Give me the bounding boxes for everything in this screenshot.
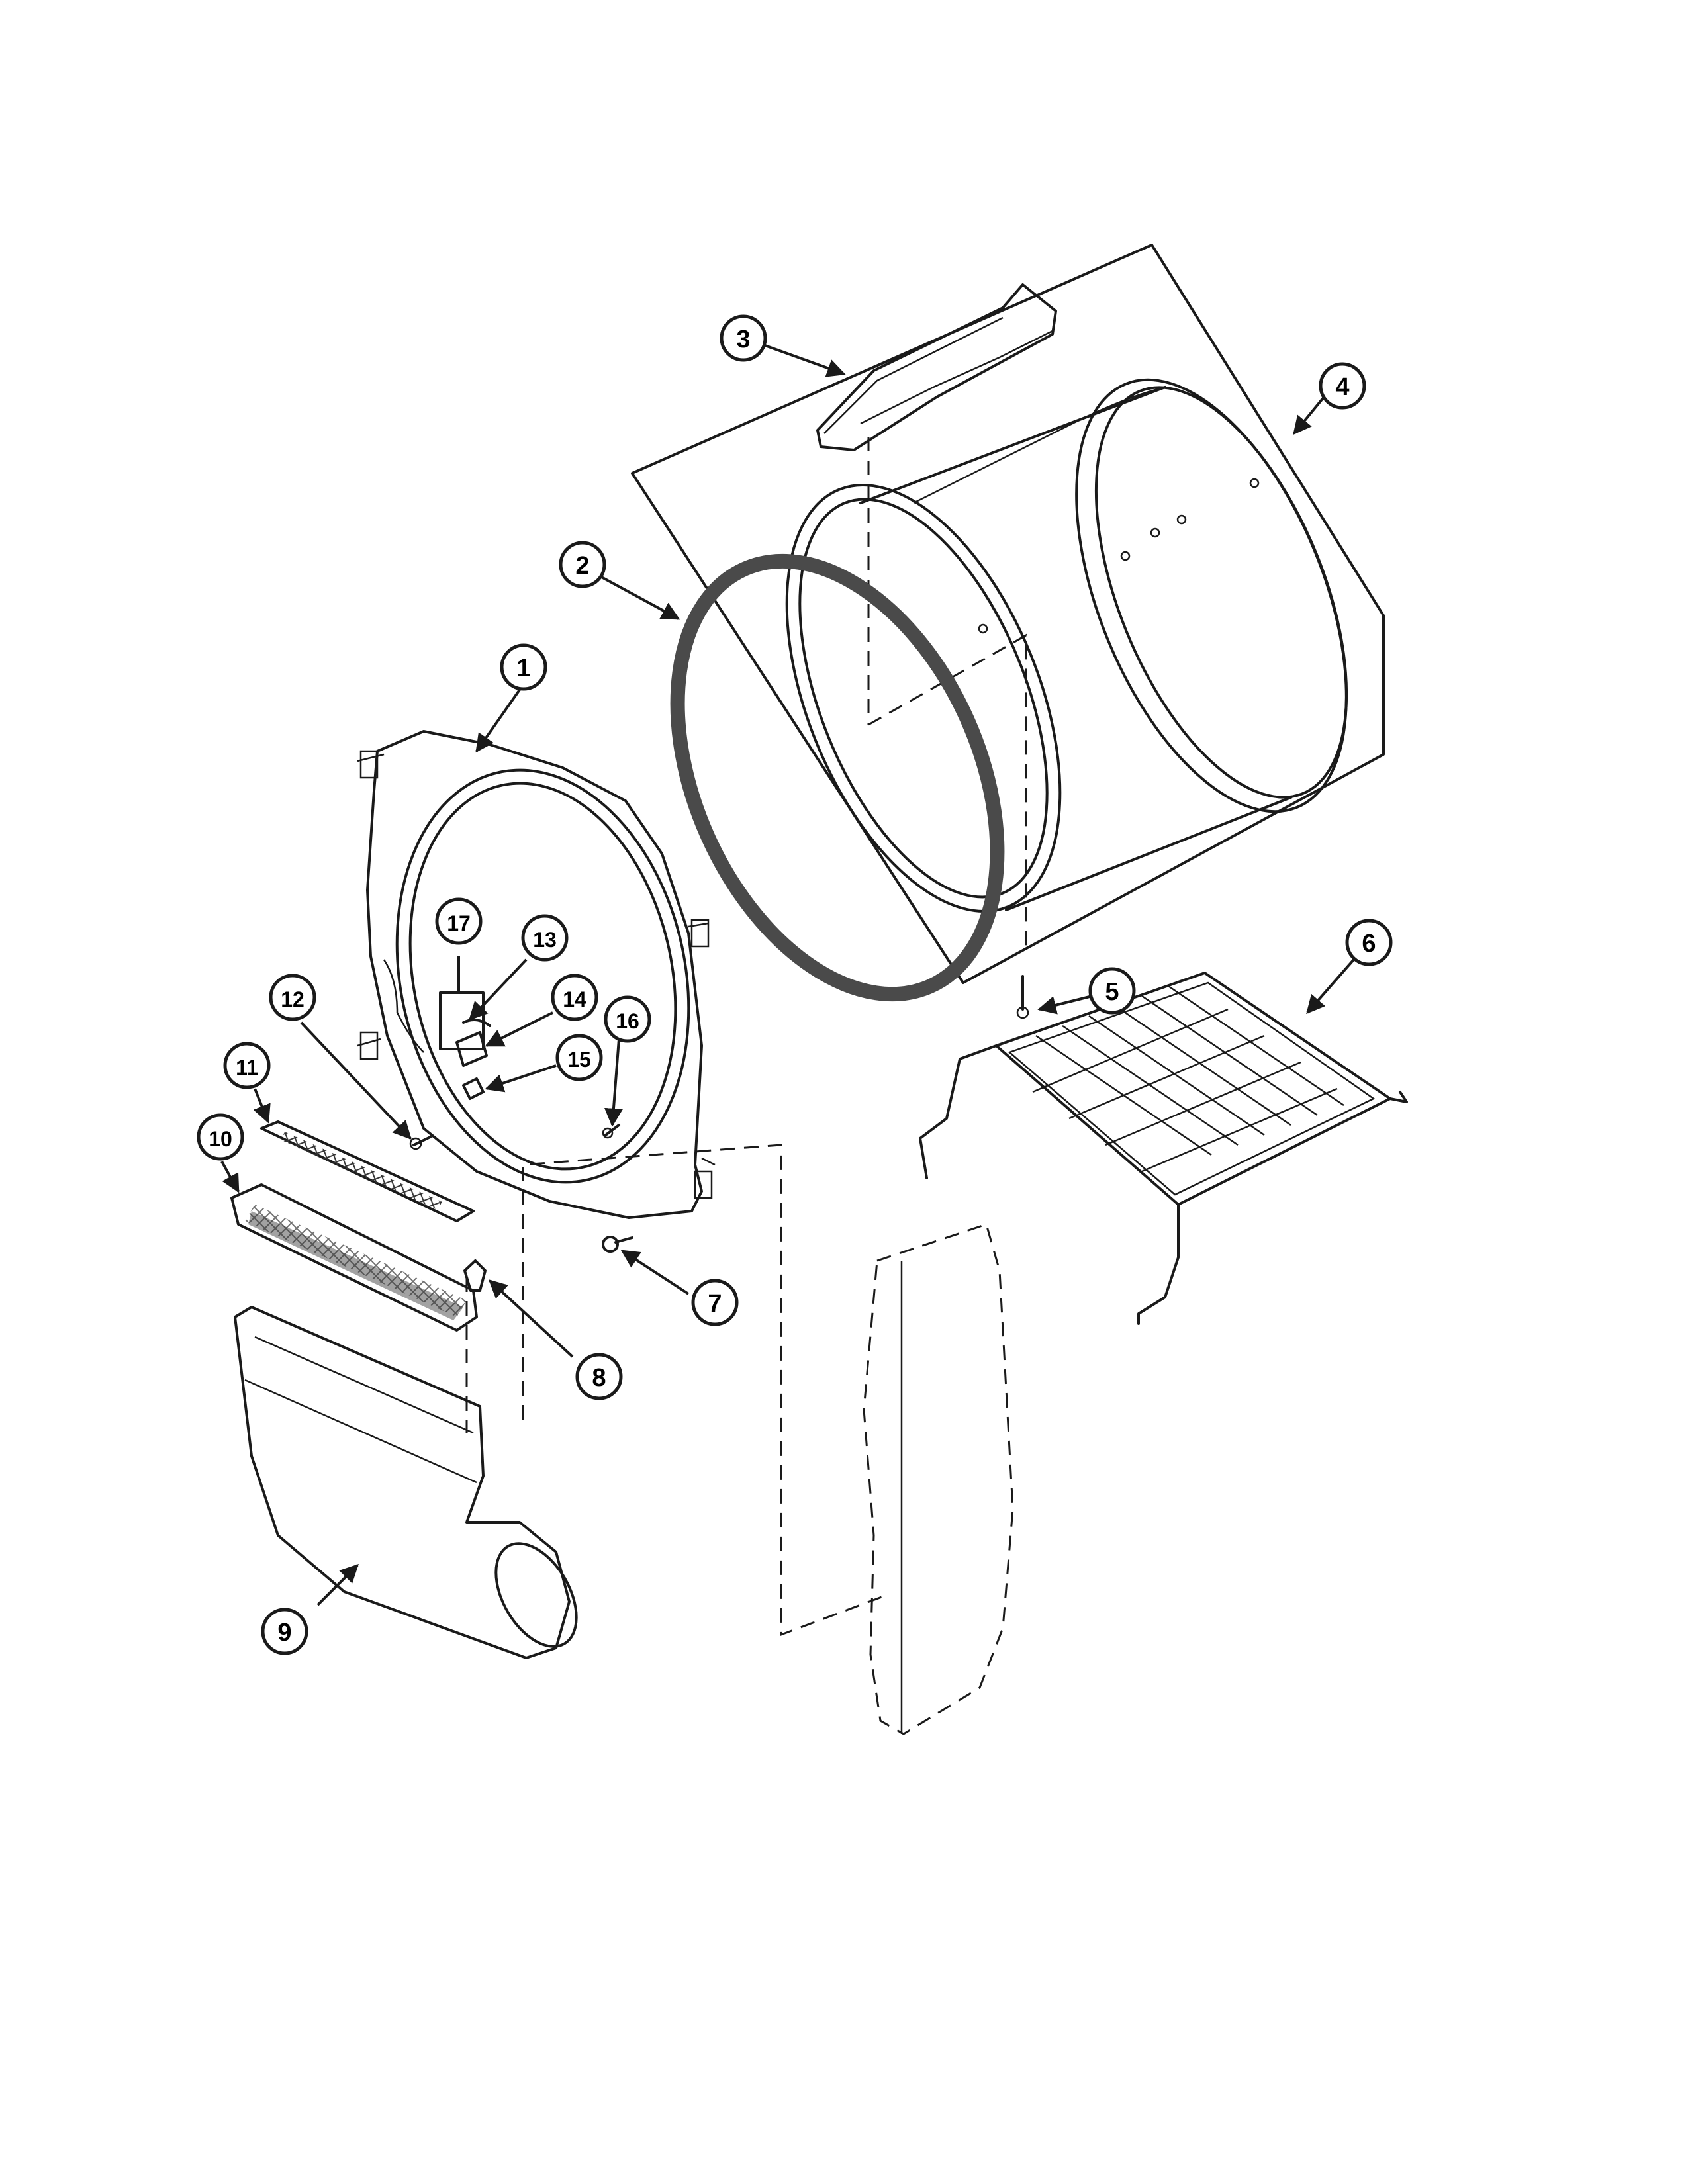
screw-12 [409, 1136, 432, 1150]
svg-text:4: 4 [1335, 373, 1349, 401]
leader-11 [253, 1088, 271, 1124]
svg-text:10: 10 [209, 1127, 232, 1151]
svg-text:8: 8 [592, 1364, 606, 1392]
callout-7: 7 [691, 1279, 739, 1326]
leader-2 [598, 574, 680, 620]
svg-text:14: 14 [563, 987, 586, 1011]
leader-16 [604, 1038, 623, 1127]
drum-hidden-line [868, 633, 1027, 953]
svg-text:16: 16 [616, 1009, 639, 1033]
component-14 [455, 1031, 488, 1067]
callout-13: 13 [521, 914, 569, 962]
svg-text:3: 3 [736, 326, 750, 353]
leader-14 [485, 1011, 553, 1047]
callout-16: 16 [604, 995, 651, 1043]
svg-text:11: 11 [236, 1056, 258, 1079]
lint-screen [230, 1183, 478, 1332]
svg-text:13: 13 [533, 928, 557, 952]
callout-1: 1 [500, 643, 547, 691]
svg-text:7: 7 [708, 1290, 722, 1318]
component-15 [462, 1077, 485, 1100]
leader-15 [485, 1064, 557, 1093]
leader-1 [475, 684, 524, 753]
svg-text:1: 1 [516, 655, 530, 682]
lint-screen-frame [260, 1120, 475, 1222]
drum-assembly-outline [631, 244, 1385, 984]
leader-9 [316, 1564, 359, 1606]
callout-10: 10 [197, 1113, 244, 1161]
callout-3: 3 [720, 314, 767, 362]
callout-9: 9 [261, 1608, 308, 1655]
screw-16 [602, 1124, 620, 1139]
svg-text:15: 15 [567, 1048, 591, 1071]
callout-15: 15 [555, 1034, 603, 1081]
svg-text:12: 12 [281, 987, 305, 1011]
bracket-17 [439, 991, 485, 1050]
callout-6: 6 [1345, 919, 1393, 966]
svg-text:17: 17 [447, 911, 471, 935]
leader-8 [488, 1279, 574, 1358]
clip-8 [463, 1259, 487, 1292]
svg-text:5: 5 [1105, 978, 1119, 1006]
drying-rack [919, 972, 1408, 1325]
leader-13 [469, 958, 528, 1021]
svg-text:2: 2 [575, 552, 589, 580]
duct-hidden-line-2 [522, 1144, 888, 1637]
callout-12: 12 [269, 974, 316, 1021]
svg-text:9: 9 [277, 1619, 291, 1647]
drum-baffle [816, 283, 1057, 451]
callout-4: 4 [1319, 362, 1366, 410]
callout-8: 8 [575, 1353, 623, 1400]
leader-7 [620, 1250, 690, 1295]
lint-duct [234, 1306, 578, 1659]
callout-11: 11 [223, 1042, 271, 1089]
leader-4 [1293, 396, 1325, 435]
leader-6 [1306, 958, 1355, 1015]
screw-5 [1016, 975, 1029, 1019]
callout-17: 17 [435, 897, 483, 945]
leader-12 [300, 1021, 412, 1140]
duct-seal [863, 1223, 1014, 1735]
svg-text:6: 6 [1362, 930, 1376, 958]
leader-10 [220, 1161, 240, 1193]
leader-5 [1037, 995, 1093, 1015]
component-13 [462, 1019, 491, 1027]
drum-gasket [670, 553, 1005, 1002]
front-bulkhead [357, 730, 716, 1219]
callout-14: 14 [551, 974, 598, 1021]
screw-7 [602, 1236, 633, 1253]
leader-3 [761, 343, 846, 377]
drum [785, 378, 1348, 913]
callout-5: 5 [1088, 967, 1136, 1015]
callout-2: 2 [559, 541, 606, 588]
